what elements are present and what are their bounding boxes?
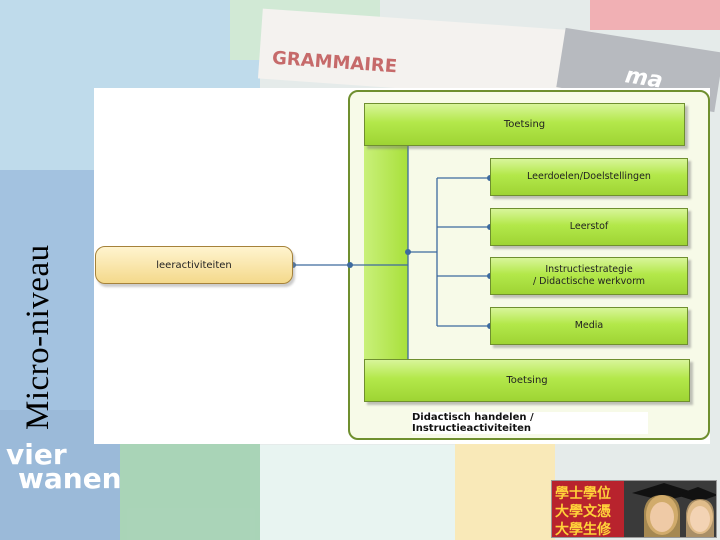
sign-line-3: 大學生修 xyxy=(555,522,611,538)
book-word-4: wanen xyxy=(18,462,122,495)
book-word-3: vier xyxy=(6,438,67,471)
leeractiviteiten-box: leeractiviteiten xyxy=(95,246,293,284)
photo-sign: 學士學位 大學文憑 大學生修 xyxy=(552,481,624,538)
sign-line-2: 大學文憑 xyxy=(555,504,611,520)
frame-spine xyxy=(364,103,408,399)
graduation-photo: 學士學位 大學文憑 大學生修 xyxy=(551,480,717,538)
bottom-toetsing-box: Toetsing xyxy=(364,359,690,402)
branch-media-box: Media xyxy=(490,307,688,345)
branch-leerstof-box: Leerstof xyxy=(490,208,688,246)
branch-instructiestrategie-box: Instructiestrategie / Didactische werkvo… xyxy=(490,257,688,295)
branch-instructiestrategie-label: Instructiestrategie / Didactische werkvo… xyxy=(532,264,646,287)
top-toetsing-box: Toetsing xyxy=(364,103,685,146)
branch-leerdoelen-box: Leerdoelen/Doelstellingen xyxy=(490,158,688,196)
graduates-image xyxy=(624,481,716,537)
sign-line-1: 學士學位 xyxy=(555,486,611,502)
frame-caption: Didactisch handelen / Instructieactivite… xyxy=(412,412,648,434)
